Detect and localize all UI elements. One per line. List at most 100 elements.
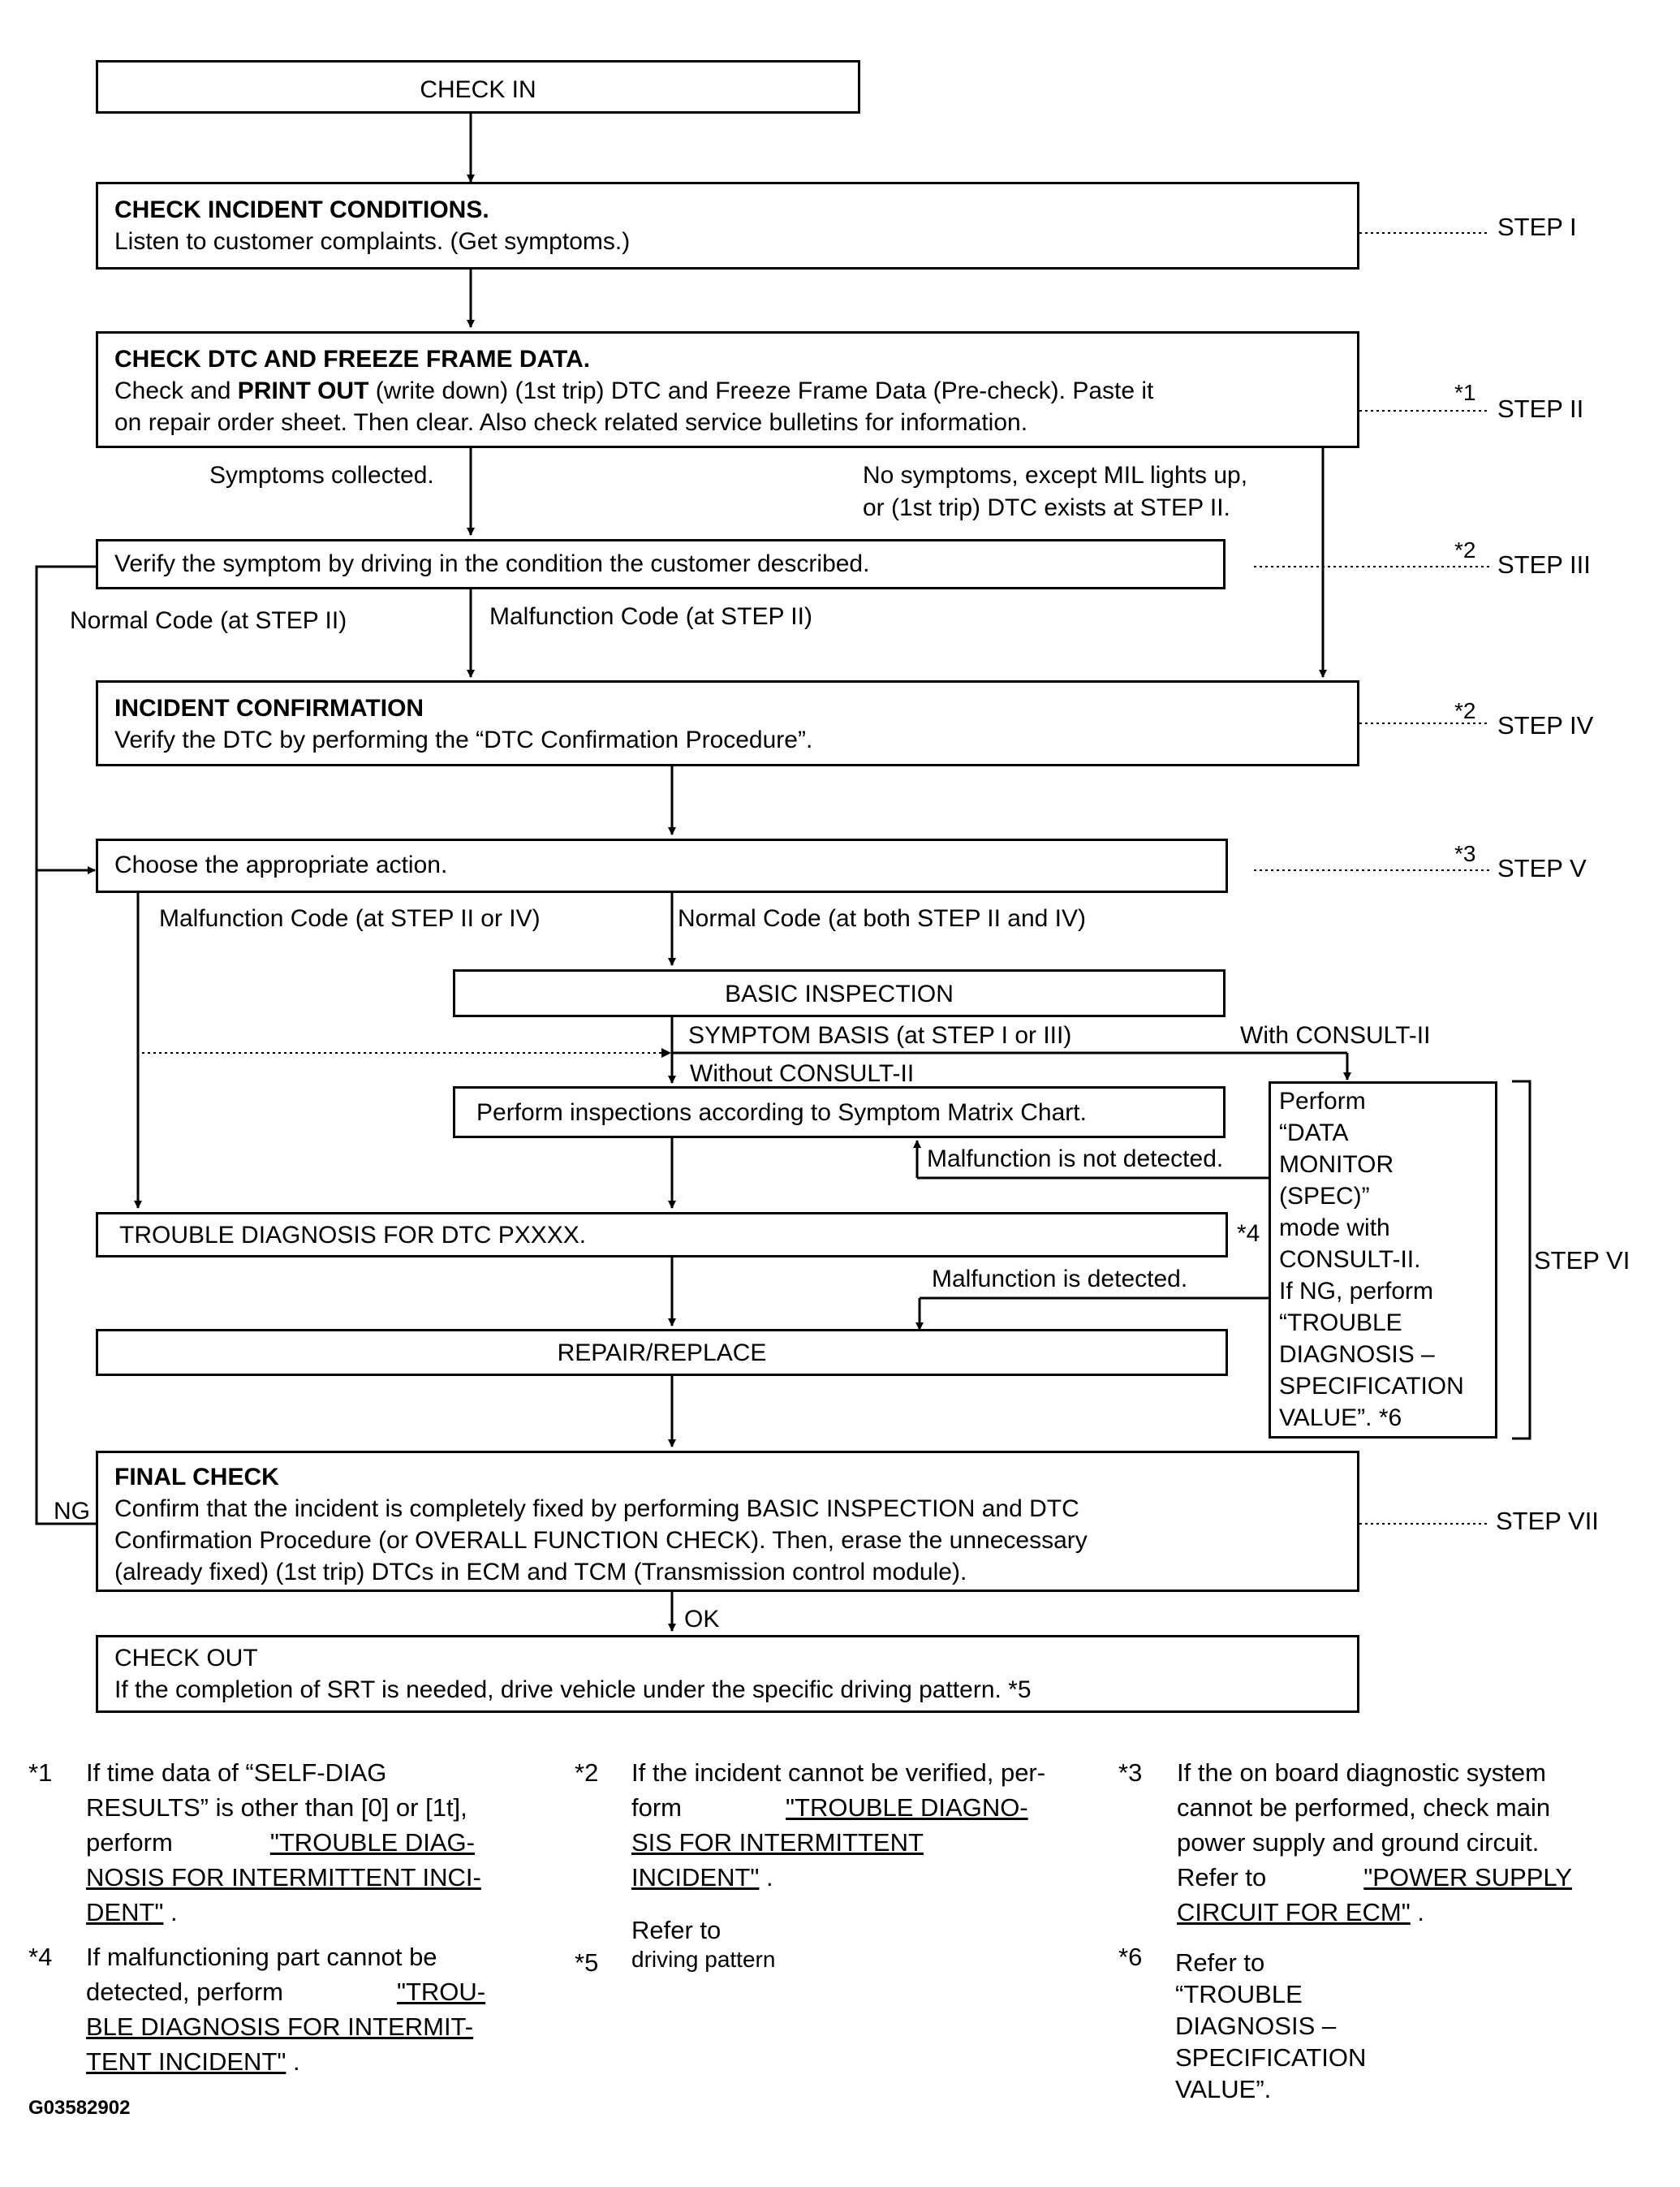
step-6-label: STEP VI [1534, 1246, 1630, 1275]
footnote-1-link[interactable]: "TROUBLE DIAG- [269, 1828, 475, 1857]
dtc-line2: on repair order sheet. Then clear. Also … [114, 409, 1028, 436]
choose-action-box: Choose the appropriate action. [96, 839, 1228, 893]
footnote-6-line: SPECIFICATION [1175, 2043, 1367, 2072]
footnote-4: If malfunctioning part cannot be detecte… [86, 1939, 557, 2079]
footnote-6: Refer to “TROUBLE DIAGNOSIS – SPECIFICAT… [1175, 1947, 1500, 2105]
ng-loop-line [35, 565, 96, 1525]
footnote-3-period: . [1410, 1898, 1424, 1926]
ok-label: OK [684, 1606, 720, 1633]
verify-symptom-label: Verify the symptom by driving in the con… [114, 550, 870, 577]
ng-label: NG [54, 1498, 90, 1525]
footnote-3-line: power supply and ground circuit. [1177, 1828, 1540, 1857]
data-monitor-line: If NG, perform [1279, 1278, 1434, 1305]
footnote-4-line: If malfunctioning part cannot be [86, 1943, 437, 1971]
symptom-matrix-label: Perform inspections according to Symptom… [476, 1099, 1087, 1126]
footnote-6-line: “TROUBLE [1175, 1980, 1303, 2008]
malfunction-code-step2-4-label: Malfunction Code (at STEP II or IV) [159, 905, 541, 932]
data-monitor-line: CONSULT-II. [1279, 1246, 1421, 1273]
footnote-4-number: *4 [28, 1943, 53, 1971]
footnote-2-form: form [631, 1793, 682, 1822]
symptom-basis-label: SYMPTOM BASIS (at STEP I or III) [688, 1022, 1072, 1049]
step-3-label: STEP III [1497, 550, 1591, 579]
footnote-3-link[interactable]: CIRCUIT FOR ECM" [1177, 1898, 1411, 1926]
footnote-2-link[interactable]: INCIDENT" [631, 1863, 760, 1892]
check-out-title: CHECK OUT [114, 1645, 258, 1672]
final-check-line2: Confirmation Procedure (or OVERALL FUNCT… [114, 1527, 1088, 1554]
data-monitor-line: “TROUBLE [1279, 1309, 1402, 1336]
check-in-box: CHECK IN [96, 60, 860, 114]
figure-code: G03582902 [28, 2097, 131, 2119]
incident-confirmation-body: Verify the DTC by performing the “DTC Co… [114, 727, 813, 753]
footnote-3-line: If the on board diagnostic system [1177, 1758, 1546, 1787]
basic-inspection-box: BASIC INSPECTION [453, 969, 1226, 1017]
step-3-mark: *2 [1454, 537, 1476, 563]
step6-bracket [1512, 1080, 1531, 1440]
final-check-line1: Confirm that the incident is completely … [114, 1495, 1079, 1522]
footnote-3-number: *3 [1118, 1758, 1143, 1787]
footnote-1-link[interactable]: NOSIS FOR INTERMITTENT INCI- [86, 1863, 481, 1892]
symptom-matrix-box: Perform inspections according to Symptom… [453, 1086, 1226, 1138]
footnote-1: If time data of “SELF-DIAG RESULTS” is o… [86, 1755, 557, 1930]
dtc-freeze-title: CHECK DTC AND FREEZE FRAME DATA. [114, 346, 591, 373]
step-2-mark: *1 [1454, 380, 1476, 405]
check-incident-title: CHECK INCIDENT CONDITIONS. [114, 196, 489, 223]
check-dtc-freeze-frame-box: CHECK DTC AND FREEZE FRAME DATA. Check a… [96, 331, 1359, 448]
no-symptoms-label-1: No symptoms, except MIL lights up, [863, 462, 1248, 489]
step-2-label: STEP II [1497, 395, 1584, 423]
no-symptoms-label-2: or (1st trip) DTC exists at STEP II. [863, 494, 1230, 521]
step-5-label: STEP V [1497, 854, 1587, 882]
footnote-1-link[interactable]: DENT" [86, 1898, 164, 1926]
footnote-5-number: *5 [575, 1948, 599, 1977]
final-check-box: FINAL CHECK Confirm that the incident is… [96, 1451, 1359, 1592]
data-monitor-line: Perform [1279, 1088, 1366, 1115]
dtc-line1-pre: Check and [114, 377, 238, 404]
footnote-1-line: If time data of “SELF-DIAG [86, 1758, 387, 1787]
footnote-2-line: If the incident cannot be verified, per- [631, 1758, 1046, 1787]
footnote-3-refer: Refer to [1177, 1863, 1267, 1892]
footnote-4-link[interactable]: TENT INCIDENT" [86, 2047, 286, 2076]
step-4-label: STEP IV [1497, 711, 1594, 740]
dotted-arrowhead [661, 1048, 671, 1058]
normal-code-both-label: Normal Code (at both STEP II and IV) [678, 905, 1087, 932]
malfunction-code-step2-label: Malfunction Code (at STEP II) [489, 603, 812, 630]
final-check-title: FINAL CHECK [114, 1464, 279, 1490]
verify-symptom-box: Verify the symptom by driving in the con… [96, 539, 1226, 589]
data-monitor-line: SPECIFICATION [1279, 1373, 1464, 1400]
data-monitor-line: mode with [1279, 1214, 1390, 1241]
footnote-4-detected: detected, perform [86, 1978, 283, 2006]
footnote-2-link[interactable]: SIS FOR INTERMITTENT [631, 1828, 924, 1857]
final-check-line3: (already fixed) (1st trip) DTCs in ECM a… [114, 1559, 967, 1585]
footnote-2: If the incident cannot be verified, per-… [631, 1755, 1102, 1895]
check-in-label: CHECK IN [420, 76, 536, 103]
data-monitor-line: VALUE”. *6 [1279, 1404, 1402, 1431]
step-5-mark: *3 [1454, 841, 1476, 866]
footnote-2-link[interactable]: "TROUBLE DIAGNO- [786, 1793, 1028, 1822]
footnote-2-number: *2 [575, 1758, 599, 1787]
data-monitor-line: MONITOR [1279, 1151, 1394, 1178]
check-out-body: If the completion of SRT is needed, driv… [114, 1676, 1032, 1703]
dtc-line1-post: (write down) (1st trip) DTC and Freeze F… [368, 377, 1154, 404]
data-monitor-box: Perform “DATA MONITOR (SPEC)” mode with … [1269, 1081, 1497, 1439]
footnote-4-period: . [286, 2047, 300, 2076]
footnote-1-perform: perform [86, 1828, 173, 1857]
footnote-3: If the on board diagnostic system cannot… [1177, 1755, 1664, 1930]
step-4-mark: *2 [1454, 698, 1476, 723]
check-incident-body: Listen to customer complaints. (Get symp… [114, 228, 631, 255]
footnote-2-period: . [759, 1863, 773, 1892]
footnote-3-line: cannot be performed, check main [1177, 1793, 1551, 1822]
footnote-1-line: RESULTS” is other than [0] or [1t], [86, 1793, 467, 1822]
footnote-4-link[interactable]: "TROU- [396, 1978, 486, 2006]
repair-replace-label: REPAIR/REPLACE [557, 1339, 767, 1366]
footnote-3-link[interactable]: "POWER SUPPLY [1363, 1863, 1573, 1892]
incident-confirmation-box: INCIDENT CONFIRMATION Verify the DTC by … [96, 680, 1359, 766]
footnote-4-link[interactable]: BLE DIAGNOSIS FOR INTERMIT- [86, 2012, 474, 2041]
footnote-5-line: driving pattern [631, 1947, 776, 1972]
check-out-box: CHECK OUT If the completion of SRT is ne… [96, 1635, 1359, 1713]
footnote-5: Refer to driving pattern [631, 1916, 956, 1974]
with-consult-label: With CONSULT-II [1240, 1022, 1431, 1049]
choose-action-label: Choose the appropriate action. [114, 852, 448, 878]
footnote-1-number: *1 [28, 1758, 53, 1787]
step-7-label: STEP VII [1496, 1507, 1599, 1535]
symptoms-collected-label: Symptoms collected. [209, 462, 434, 489]
